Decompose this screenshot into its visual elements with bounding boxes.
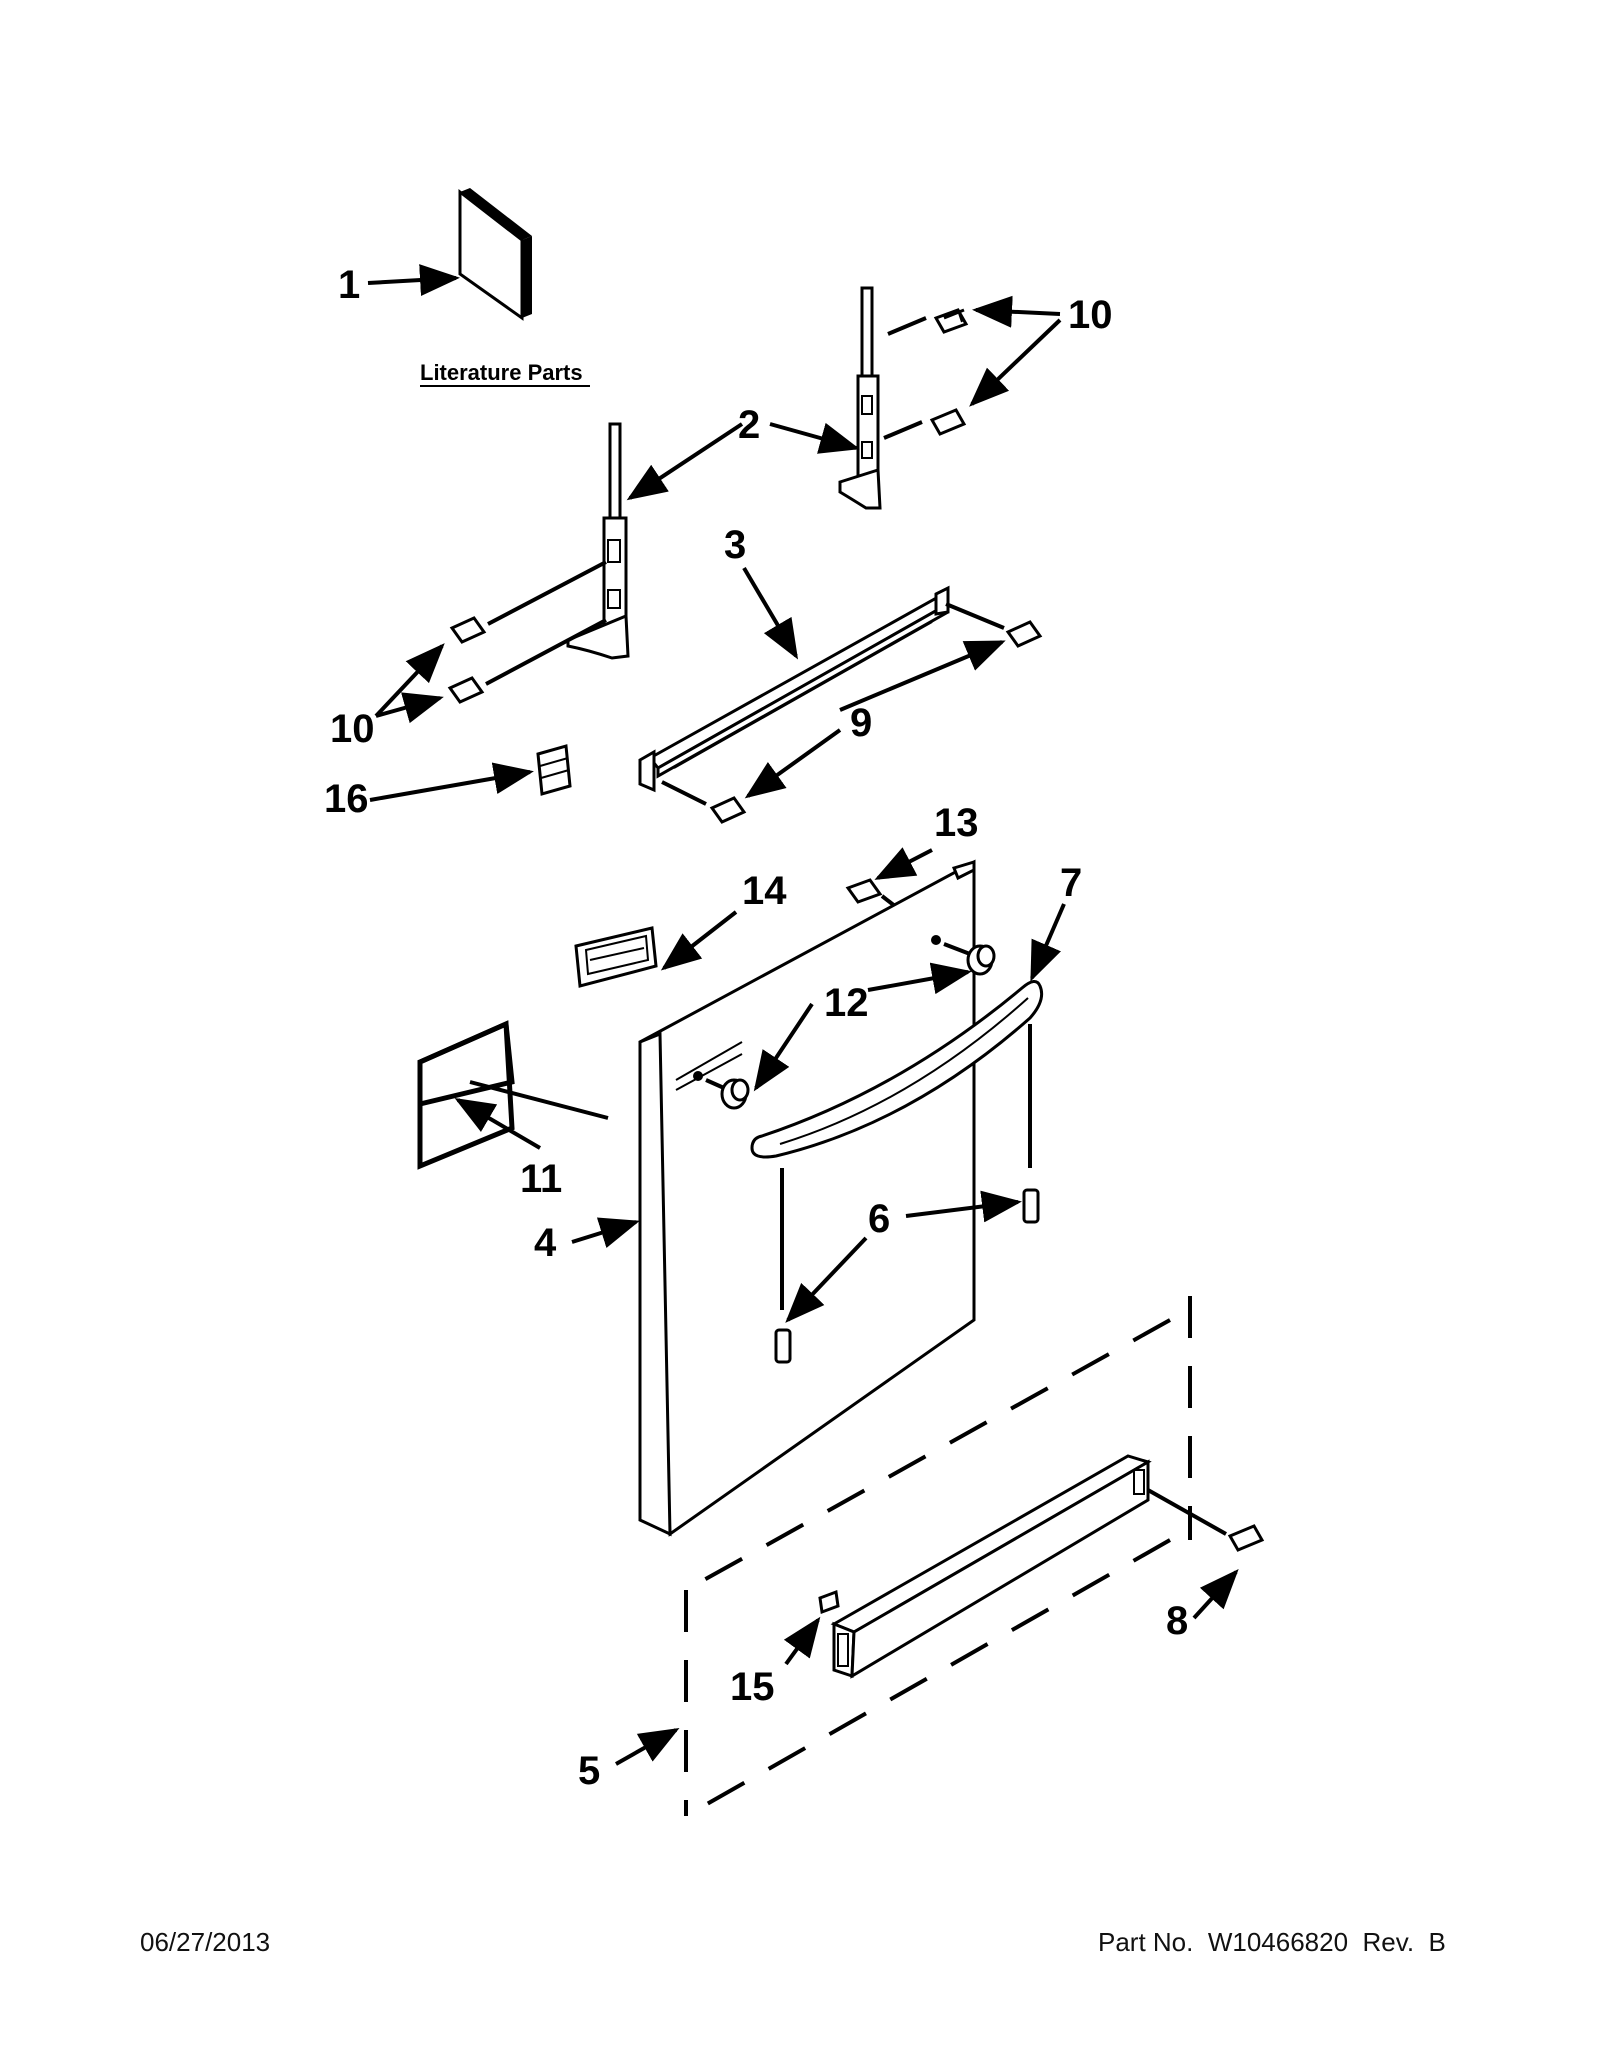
leader-12a (867, 962, 972, 995)
clip-part-16 (536, 744, 572, 796)
leader-4 (571, 1217, 640, 1249)
handle-spacer-left (720, 1078, 750, 1110)
vent-badge-14 (574, 926, 658, 988)
callout-2: 2 (738, 403, 760, 447)
screw-dot-right (931, 935, 941, 945)
spacer-line-left (705, 1078, 725, 1090)
hinge-right (838, 286, 882, 510)
hinge-left (566, 422, 630, 660)
hinge-screw-right-upper (933, 308, 969, 334)
callout-5: 5 (578, 1749, 600, 1793)
toe-panel (830, 1454, 1152, 1679)
leader-10a-1 (972, 295, 1061, 328)
leader-15 (783, 1616, 821, 1666)
screw-dot-left (693, 1071, 703, 1081)
callout-15: 15 (730, 1665, 775, 1709)
leader-2a (626, 422, 744, 501)
footer-date: 06/27/2013 (140, 1927, 271, 1957)
panel-screw-13 (845, 878, 883, 904)
screw-line-9a (945, 602, 1005, 630)
door-panel (638, 859, 976, 1537)
literature-booklet (458, 188, 532, 321)
leader-10b-2 (375, 692, 444, 724)
bracket-screw-left (709, 796, 747, 824)
toe-panel-outline (684, 1296, 1192, 1818)
hinge-screw-left-lower (447, 676, 485, 704)
callout-8: 8 (1166, 1599, 1188, 1643)
leader-7 (1030, 903, 1066, 982)
leader-9b (744, 728, 842, 799)
callout-11: 11 (520, 1157, 562, 1201)
leader-6a (905, 1190, 1022, 1223)
part-no-label: Part No. (1098, 1927, 1194, 1957)
leader-9a (839, 640, 1006, 712)
bracket-screw-right (1005, 620, 1043, 648)
gasket-line (469, 1080, 609, 1120)
part-number: W10466820 (1207, 1927, 1349, 1957)
callout-12: 12 (824, 981, 869, 1025)
door-handle (750, 980, 1044, 1159)
callout-7: 7 (1060, 861, 1082, 905)
rev-value: B (1428, 1927, 1446, 1957)
hinge-screw-left-upper (449, 616, 487, 644)
toe-panel-screw (1227, 1524, 1265, 1552)
leader-3 (742, 566, 799, 660)
leader-14 (660, 910, 738, 971)
leader-13 (874, 847, 933, 880)
callout-6: 6 (868, 1197, 890, 1241)
clip-part-15 (818, 1589, 840, 1615)
leader-10b-1 (374, 643, 445, 718)
leader-1 (367, 264, 460, 297)
leader-10a-2 (969, 318, 1062, 407)
callout-16: 16 (324, 777, 369, 821)
screw-line-lower (883, 420, 923, 440)
literature-parts-label: Literature Parts (420, 360, 583, 385)
callout-14: 14 (742, 869, 787, 913)
leader-2b (769, 422, 860, 454)
rev-label: Rev. (1362, 1927, 1415, 1957)
hinge-screw-right-lower (929, 408, 967, 436)
leader-16 (369, 762, 534, 802)
callout-13: 13 (934, 801, 979, 845)
screw-line-left-upper (487, 560, 607, 626)
leader-12b (753, 1002, 814, 1092)
callout-10-bottom: 10 (330, 707, 375, 751)
leader-11 (454, 1097, 542, 1150)
spacer-line-right (943, 942, 971, 956)
door-top-bracket (638, 585, 951, 793)
footer-part-number: Part No. W10466820 Rev. B (1098, 1927, 1446, 1958)
callout-1: 1 (338, 263, 360, 307)
leader-5 (615, 1728, 680, 1766)
leader-8 (1192, 1569, 1239, 1620)
callout-3: 3 (724, 523, 746, 567)
screw-line-upper (887, 316, 927, 336)
stud-left (774, 1328, 792, 1364)
stud-right (1022, 1188, 1040, 1224)
handle-spacer-right (966, 944, 996, 976)
gasket-11 (417, 1020, 515, 1170)
callout-9: 9 (850, 701, 872, 745)
callout-4: 4 (534, 1221, 557, 1265)
callout-10-top: 10 (1068, 293, 1113, 337)
leader-6b (785, 1236, 868, 1323)
screw-line-9b (661, 780, 707, 806)
screw-line-8 (1147, 1488, 1227, 1536)
screw-line-left-lower (485, 618, 607, 686)
